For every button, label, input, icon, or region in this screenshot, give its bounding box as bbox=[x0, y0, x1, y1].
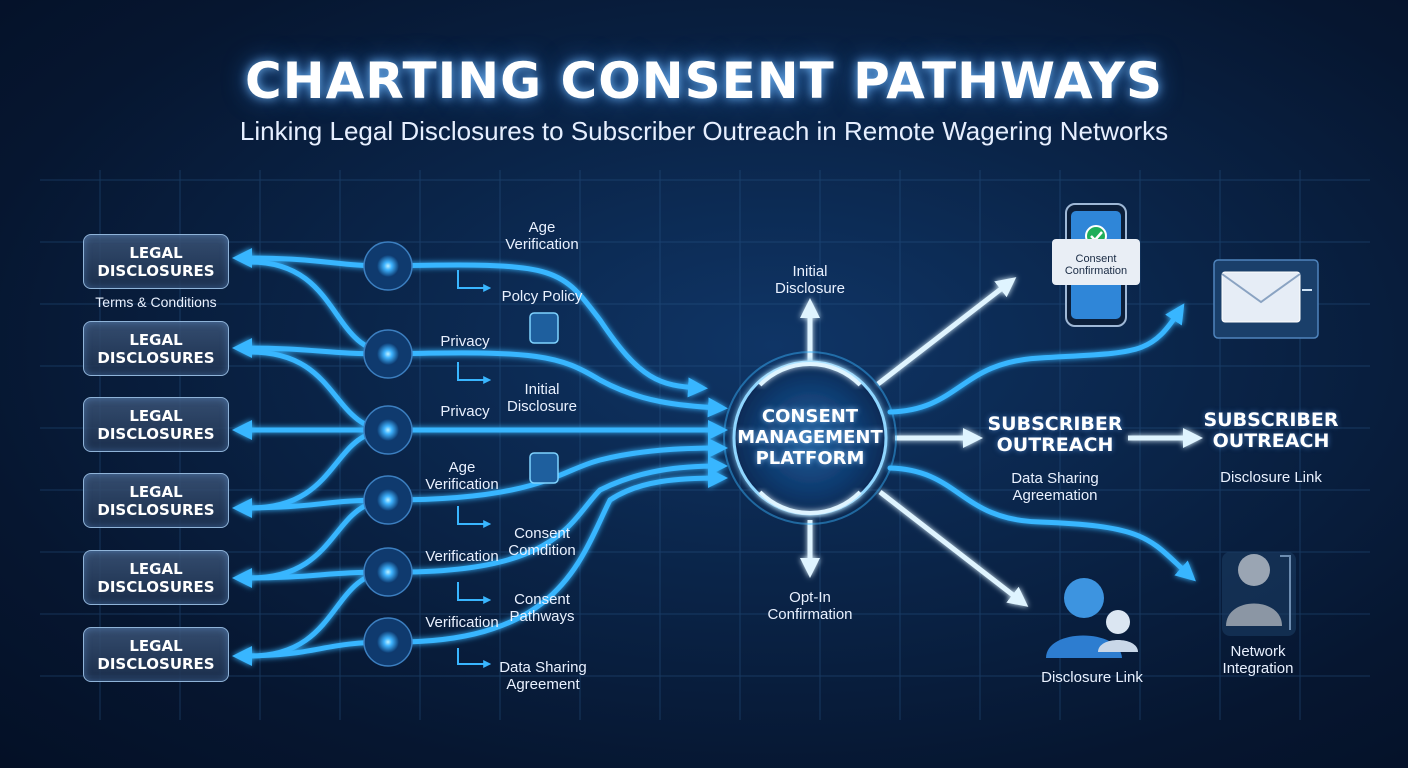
age-verification-label: Age Verification bbox=[505, 219, 579, 253]
opt-in-confirmation-label: Opt-In Confirmation bbox=[767, 589, 853, 623]
subscriber-outreach-label[interactable]: SUBSCRIBER OUTREACH bbox=[1203, 409, 1339, 452]
legal-disclosures-box[interactable]: LEGAL DISCLOSURES bbox=[83, 627, 229, 682]
page-title: CHARTING CONSENT PATHWAYS bbox=[245, 52, 1163, 110]
network-integration-label: Network Integration bbox=[1222, 643, 1294, 677]
hub-graphic bbox=[723, 351, 897, 525]
legal-disclosures-box[interactable]: LEGAL DISCLOSURES bbox=[83, 321, 229, 376]
privacy-label: Privacy bbox=[440, 333, 490, 350]
disclosure-link-label: Disclosure Link bbox=[1220, 469, 1322, 486]
data-sharing-agreement-label: Data Sharing Agreement bbox=[499, 659, 587, 693]
node-icon bbox=[363, 475, 413, 525]
legal-disclosures-box[interactable]: LEGAL DISCLOSURES bbox=[83, 550, 229, 605]
consent-pathways-label: Consent Pathways bbox=[509, 591, 575, 625]
data-sharing-agreemation-label: Data Sharing Agreemation bbox=[1011, 470, 1099, 504]
node-icon bbox=[363, 241, 413, 291]
legal-disclosures-box[interactable]: LEGAL DISCLOSURES bbox=[83, 473, 229, 528]
verification-label: Verification bbox=[425, 548, 499, 565]
consent-condition-label: Consent Comdition bbox=[508, 525, 576, 559]
node-icon bbox=[363, 329, 413, 379]
inbound-flows bbox=[232, 248, 1196, 666]
user-icon bbox=[1222, 552, 1296, 636]
disclosure-link-label: Disclosure Link bbox=[1041, 669, 1143, 686]
legal-disclosures-box[interactable]: LEGAL DISCLOSURES bbox=[83, 397, 229, 452]
legal-disclosures-box[interactable]: LEGAL DISCLOSURES bbox=[83, 234, 229, 289]
consent-management-platform[interactable]: CONSENT MANAGEMENT PLATFORM bbox=[737, 406, 883, 469]
page-subtitle: Linking Legal Disclosures to Subscriber … bbox=[239, 116, 1169, 146]
terms-label: Terms & Conditions bbox=[95, 294, 217, 310]
envelope-icon bbox=[1213, 259, 1319, 339]
grid bbox=[40, 170, 1370, 720]
users-icon bbox=[1046, 578, 1138, 658]
hub-initial-disclosure-label: Initial Disclosure bbox=[774, 263, 846, 297]
node-icons bbox=[363, 241, 413, 667]
label-connectors bbox=[457, 270, 492, 668]
outbound-white-arrows bbox=[800, 277, 1203, 607]
consent-confirmation-card: Consent Confirmation bbox=[1052, 239, 1140, 285]
subscriber-outreach-label[interactable]: SUBSCRIBER OUTREACH bbox=[987, 413, 1123, 456]
policy-label: Polcy Policy bbox=[501, 288, 583, 305]
privacy-label: Privacy bbox=[440, 403, 490, 420]
initial-disclosure-label: Initial Disclosure bbox=[506, 381, 578, 415]
age-verification-label: Age Verification bbox=[425, 459, 499, 493]
node-icon bbox=[363, 547, 413, 597]
node-icon bbox=[363, 405, 413, 455]
square-node-icon bbox=[529, 312, 559, 484]
node-icon bbox=[363, 617, 413, 667]
verification-label: Verification bbox=[425, 614, 499, 631]
